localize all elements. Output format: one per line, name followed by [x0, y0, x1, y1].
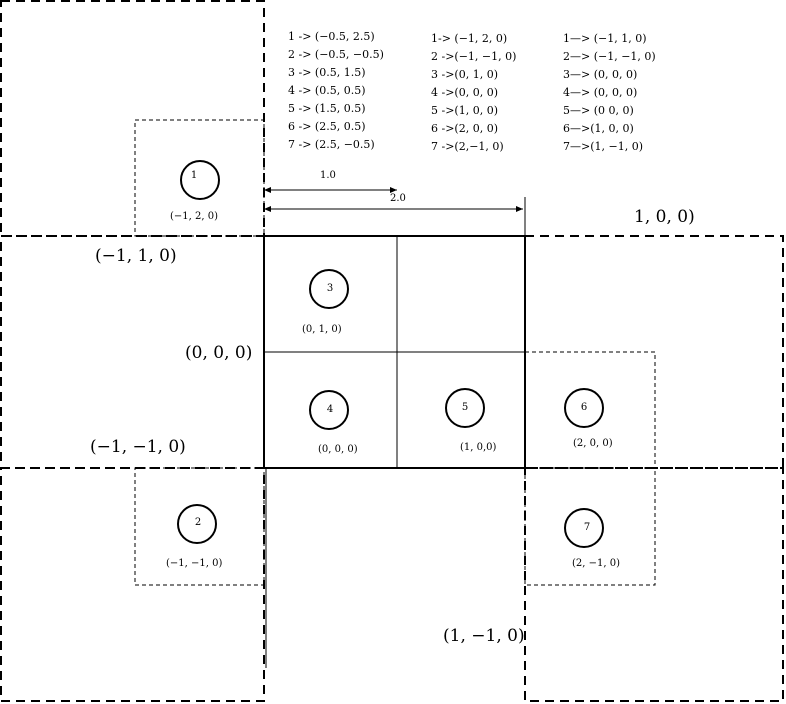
- mapping-row: 7—>(1, −1, 0): [563, 140, 643, 153]
- cell-id-7: 7: [584, 522, 590, 533]
- cell-id-2: 2: [195, 517, 201, 528]
- cell-id-4: 4: [327, 404, 333, 415]
- mapping-column-1: 1 -> (−0.5, 2.5) 2 -> (−0.5, −0.5) 3 -> …: [288, 30, 384, 151]
- mapping-row: 7 ->(2,−1, 0): [431, 140, 504, 153]
- region-label-upper-right: 1, 0, 0): [634, 207, 695, 227]
- cell-circle-3: [309, 269, 349, 309]
- mapping-row: 6 -> (2.5, 0.5): [288, 120, 366, 133]
- mapping-row: 2 ->(−1, −1, 0): [431, 50, 516, 63]
- cell-id-3: 3: [327, 283, 333, 294]
- cell-id-1: 1: [191, 170, 197, 181]
- mapping-row: 4 -> (0.5, 0.5): [288, 84, 366, 97]
- mapping-row: 6—>(1, 0, 0): [563, 122, 634, 135]
- cell-coord-1: (−1, 2, 0): [170, 211, 218, 222]
- cell-box-7: [524, 467, 656, 586]
- cell-circle-5: [445, 388, 485, 428]
- dimension-label-short: 1.0: [320, 170, 336, 181]
- mapping-column-2: 1-> (−1, 2, 0) 2 ->(−1, −1, 0) 3 ->(0, 1…: [431, 32, 516, 153]
- cell-coord-5: (1, 0,0): [460, 442, 497, 453]
- cell-coord-7: (2, −1, 0): [572, 558, 620, 569]
- cell-coord-2: (−1, −1, 0): [166, 558, 222, 569]
- mapping-row: 5 -> (1.5, 0.5): [288, 102, 366, 115]
- mapping-row: 1 -> (−0.5, 2.5): [288, 30, 375, 43]
- region-lower-left: [0, 467, 265, 702]
- cell-circle-4: [309, 390, 349, 430]
- mapping-row: 6 ->(2, 0, 0): [431, 122, 498, 135]
- mapping-row: 2 -> (−0.5, −0.5): [288, 48, 384, 61]
- cell-box-6: [524, 351, 656, 469]
- cell-box-1: [134, 119, 265, 237]
- cell-circle-2: [177, 504, 217, 544]
- region-label-lower-left: (−1, −1, 0): [90, 437, 186, 457]
- cell-id-6: 6: [581, 402, 587, 413]
- mapping-column-3: 1—> (−1, 1, 0) 2—> (−1, −1, 0) 3—> (0, 0…: [563, 32, 656, 153]
- mapping-row: 3 ->(0, 1, 0): [431, 68, 498, 81]
- cell-coord-4: (0, 0, 0): [318, 444, 358, 455]
- mapping-row: 1-> (−1, 2, 0): [431, 32, 507, 45]
- mapping-row: 3—> (0, 0, 0): [563, 68, 637, 81]
- mapping-row: 3 -> (0.5, 1.5): [288, 66, 366, 79]
- cell-coord-3: (0, 1, 0): [302, 324, 342, 335]
- dimension-label-long: 2.0: [390, 193, 406, 204]
- cell-box-2: [134, 467, 265, 586]
- mapping-row: 7 -> (2.5, −0.5): [288, 138, 375, 151]
- mapping-row: 2—> (−1, −1, 0): [563, 50, 656, 63]
- cell-circle-1: [180, 160, 220, 200]
- region-label-upper-left: (−1, 1, 0): [95, 246, 177, 266]
- mapping-row: 1—> (−1, 1, 0): [563, 32, 647, 45]
- region-upper-left: [0, 0, 265, 237]
- mapping-row: 4 ->(0, 0, 0): [431, 86, 498, 99]
- region-label-lower-right: (1, −1, 0): [443, 626, 525, 646]
- cell-circle-6: [564, 388, 604, 428]
- mapping-row: 4—> (0, 0, 0): [563, 86, 637, 99]
- mapping-row: 5 ->(1, 0, 0): [431, 104, 498, 117]
- cell-circle-7: [564, 508, 604, 548]
- cell-id-5: 5: [462, 402, 468, 413]
- cell-coord-6: (2, 0, 0): [573, 438, 613, 449]
- region-label-origin: (0, 0, 0): [185, 343, 252, 363]
- mapping-row: 5—> (0 0, 0): [563, 104, 634, 117]
